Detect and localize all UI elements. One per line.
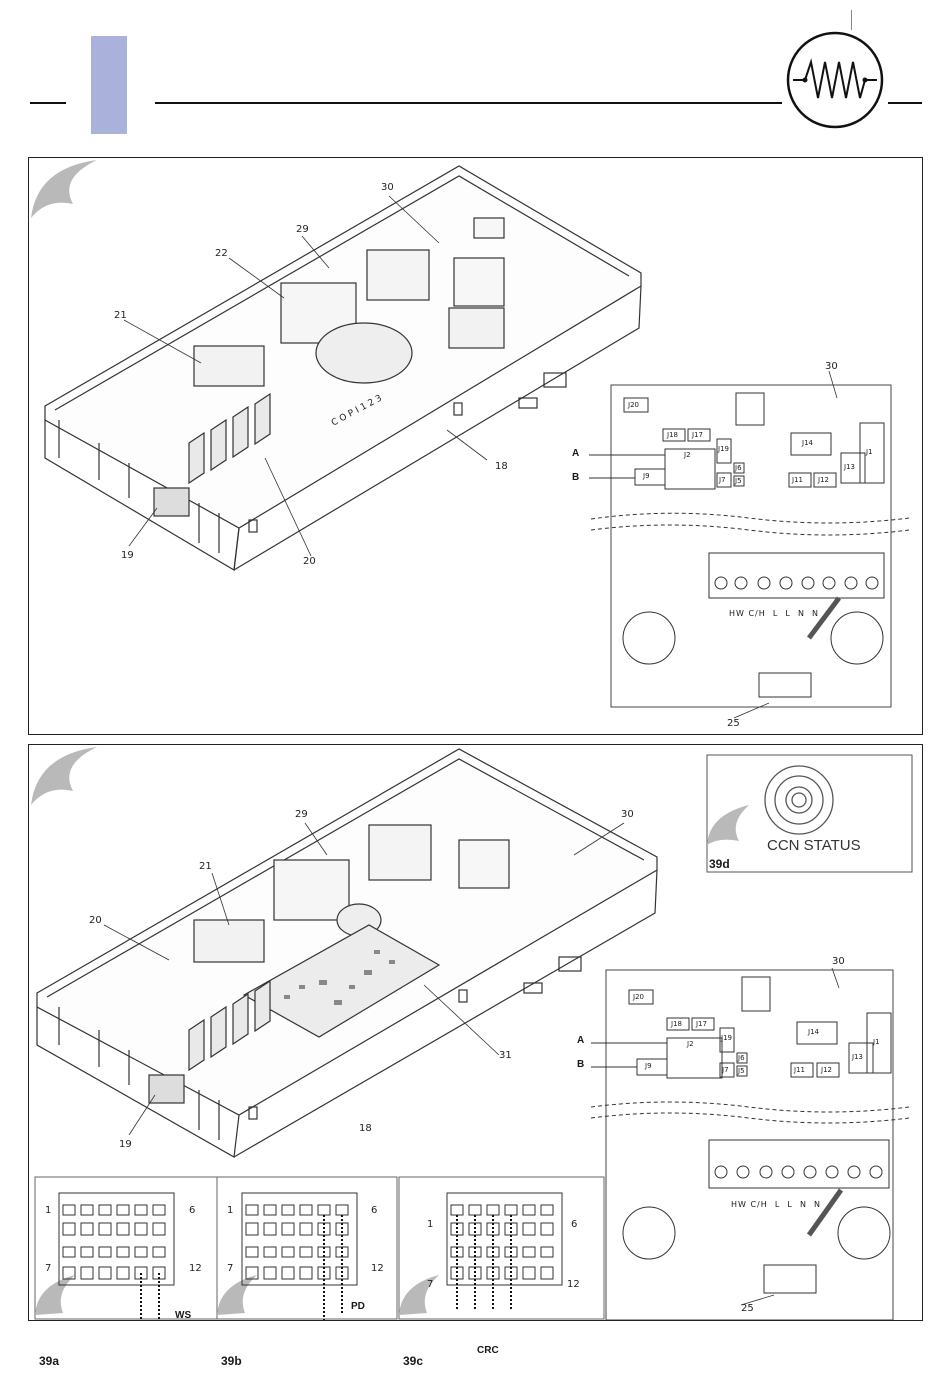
pin-12: 12 [189,1263,202,1274]
callout-29: 29 [296,224,309,235]
connector-j14: J14 [802,439,813,447]
callout-22: 22 [215,248,228,259]
top-figure-drawing [29,158,922,734]
heating-resistor-icon [785,30,885,130]
connector-j12: J12 [818,476,829,484]
connector-j7: J7 [722,1066,729,1074]
connector-j20: J20 [628,401,639,409]
callout-21: 21 [199,861,212,872]
callout-18: 18 [359,1123,372,1134]
terminal-labels: HW C/H L L N N [731,1200,821,1209]
fig-39c: 39c [403,1354,423,1368]
inset-label-a: A [577,1035,584,1046]
bottom-figure-drawing [29,745,922,1320]
inset-callout-30: 30 [825,361,838,372]
fig-39a: 39a [39,1354,59,1368]
callout-30: 30 [621,809,634,820]
connector-j1: J1 [873,1038,880,1046]
ccn-status-label: CCN STATUS [767,837,861,854]
connector-j20: J20 [633,993,644,1001]
pin-1: 1 [427,1219,433,1230]
connector-j14: J14 [808,1028,819,1036]
connector-j19: J19 [718,445,729,453]
inset-label-a: A [572,448,579,459]
section-tab [91,36,127,134]
tag-crc: CRC [477,1345,499,1356]
connector-j11: J11 [792,476,803,484]
inset-label-b: B [577,1059,584,1070]
pin-6: 6 [571,1219,577,1230]
connector-j9: J9 [645,1062,652,1070]
header-rule-right [888,102,922,104]
connector-j5: J5 [738,1067,745,1075]
callout-19: 19 [119,1139,132,1150]
inset-label-b: B [572,472,579,483]
connector-j5: J5 [735,477,742,485]
terminal-labels: HW C/H L L N N [729,609,819,618]
tag-ws: WS [175,1310,191,1321]
pin-12: 12 [371,1263,384,1274]
connector-j17: J17 [692,431,703,439]
inset-callout-25: 25 [741,1303,754,1314]
callout-20: 20 [303,556,316,567]
pin-12: 12 [567,1279,580,1290]
header-rule-main [155,102,782,104]
tag-pd: PD [351,1301,365,1312]
pin-1: 1 [45,1205,51,1216]
connector-j12: J12 [821,1066,832,1074]
callout-20: 20 [89,915,102,926]
connector-j6: J6 [735,464,742,472]
callout-21: 21 [114,310,127,321]
pin-1: 1 [227,1205,233,1216]
top-figure-panel: 30 29 22 21 18 19 20 C O P I 1 2 3 30 A … [28,157,923,735]
connector-j17: J17 [696,1020,707,1028]
connector-j13: J13 [844,463,855,471]
callout-29: 29 [295,809,308,820]
connector-j6: J6 [738,1054,745,1062]
callout-19: 19 [121,550,134,561]
pin-7: 7 [427,1279,433,1290]
bottom-figure-panel: 29 30 21 20 31 18 19 CCN STATUS 39d 30 A… [28,744,923,1321]
inset-callout-30: 30 [832,956,845,967]
pin-6: 6 [189,1205,195,1216]
pin-7: 7 [227,1263,233,1274]
header-tick [851,10,852,30]
callout-31: 31 [499,1050,512,1061]
connector-j11: J11 [794,1066,805,1074]
connector-j18: J18 [667,431,678,439]
connector-j19: J19 [721,1034,732,1042]
pin-7: 7 [45,1263,51,1274]
connector-j13: J13 [852,1053,863,1061]
fig-39b: 39b [221,1354,242,1368]
connector-j2: J2 [687,1040,694,1048]
header-rule-left [30,102,66,104]
connector-j7: J7 [719,476,726,484]
callout-18: 18 [495,461,508,472]
connector-j18: J18 [671,1020,682,1028]
connector-j9: J9 [643,472,650,480]
pin-6: 6 [371,1205,377,1216]
connector-j1: J1 [866,448,873,456]
callout-30: 30 [381,182,394,193]
connector-j2: J2 [684,451,691,459]
fig-39d: 39d [709,857,730,871]
inset-callout-25: 25 [727,718,740,729]
